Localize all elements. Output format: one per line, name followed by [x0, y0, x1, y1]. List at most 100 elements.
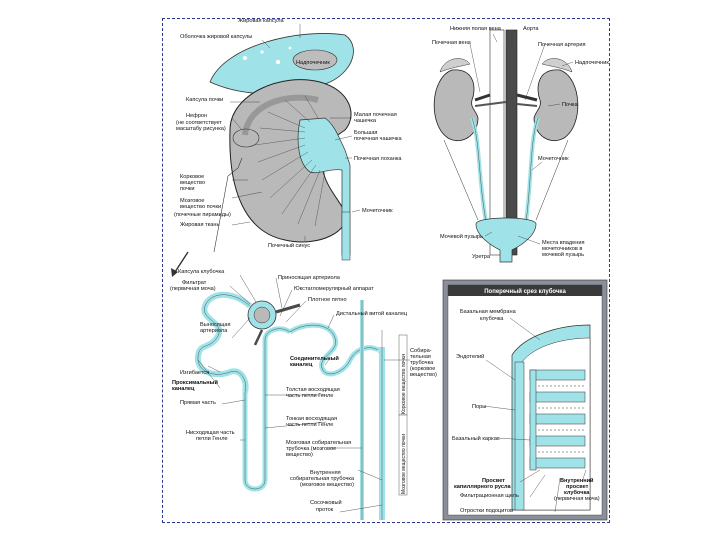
- label-afferent: Приносящая артериола: [278, 275, 341, 281]
- label-inner-ct-2: собирательная трубочка: [290, 476, 355, 482]
- label-bladder-openings-2: мочеточников в: [542, 246, 582, 252]
- glomerulus-shape: [253, 306, 271, 324]
- label-collecting-1: Собира-: [410, 348, 432, 354]
- label-slit: Фильтрационная щель: [460, 493, 519, 499]
- label-ureter-section: Мочеточник: [362, 208, 393, 214]
- label-cortex-3: почки: [180, 186, 195, 192]
- label-filtrate-1: Фильтрат: [182, 280, 207, 286]
- label-medulla-2: вещество почки: [180, 204, 221, 210]
- label-bladder-openings-3: мочевой пузырь: [542, 251, 584, 258]
- label-inner-4: (первичная моча): [554, 496, 600, 502]
- left-ureter-shape: [470, 117, 488, 223]
- label-inner-2: просвет: [566, 484, 589, 490]
- label-medullary-ct-2: трубочка (мозговое: [286, 446, 336, 452]
- label-ureter-system: Мочеточник: [538, 156, 569, 162]
- label-nephron-note2: масштабу рисунка): [176, 126, 226, 132]
- pct-shape: [194, 291, 252, 393]
- label-dct: Дистальный витой каналец: [336, 310, 408, 317]
- vena-cava-shape: [489, 29, 505, 256]
- label-capillary-2: капиллярного русла: [454, 484, 512, 490]
- label-fat-capsule: Жировая капсула: [238, 18, 285, 24]
- urinary-system-panel: Нижняя полая вена Аорта Почечная вена По…: [432, 26, 609, 263]
- label-renal-pelvis: Почечная лоханка: [354, 156, 402, 162]
- zoom-arrow: [174, 251, 189, 273]
- label-adrenal-system: Надпочечник: [575, 60, 609, 66]
- label-kidney: Почка: [562, 102, 578, 108]
- podocyte-processes: [529, 369, 586, 471]
- label-medullary-ct-1: Мозговая собирательная: [286, 440, 351, 446]
- label-nephron: Нефрон: [186, 113, 207, 119]
- label-thin-asc-2: часть петли Генле: [286, 422, 333, 428]
- collecting-duct-shape: [378, 347, 385, 520]
- label-medullary-ct-3: вещество): [286, 452, 313, 458]
- label-podocyte: Базальный каркас: [452, 435, 500, 442]
- label-renal-artery: Почечная артерия: [538, 42, 586, 48]
- adrenal-gland-shape: [292, 49, 338, 71]
- label-medulla-band: Мозговое вещество почки: [401, 434, 407, 494]
- label-glomerular-capsule: Капсула клубочка: [178, 269, 225, 275]
- label-efferent-2: артериола: [200, 328, 228, 334]
- label-inner-ct-1: Внутренняя: [310, 470, 341, 476]
- label-thin-asc-1: Тонкая восходящая: [286, 416, 337, 422]
- label-collecting-3: трубочка: [410, 360, 434, 366]
- label-aorta: Аорта: [523, 26, 539, 32]
- section-title: Поперечный срез клубочка: [484, 288, 566, 295]
- nephron-marker: [232, 128, 260, 148]
- label-adrenal: Надпочечник: [296, 60, 330, 66]
- left-kidney-shape: [433, 69, 479, 142]
- label-fat-capsule-shell: Оболочка жировой капсулы: [180, 33, 252, 40]
- label-macula: Плотное пятно: [308, 297, 347, 303]
- label-straight: Прямая часть: [180, 400, 216, 406]
- label-fat-tissue: Жировая ткань: [180, 222, 219, 228]
- label-efferent-1: Выносящая: [200, 322, 231, 328]
- label-inner-3: клубочка: [564, 489, 590, 496]
- label-cortex-band: Корковое вещество почки: [401, 354, 407, 414]
- label-renal-vein: Почечная вена: [432, 40, 472, 46]
- label-connecting-2: каналец: [290, 362, 313, 368]
- label-collecting-4: (корковое: [410, 366, 435, 372]
- label-renal-capsule: Капсула почки: [186, 97, 223, 103]
- label-capillary-1: Просвет: [482, 478, 505, 484]
- label-jga: Юкстагломерулярный аппарат: [294, 285, 374, 292]
- label-basement-2: клубочка: [480, 316, 504, 322]
- label-pores: Поры: [472, 404, 486, 410]
- label-inner-ct-3: (мозговое вещество): [300, 482, 354, 488]
- label-pyramids: (почечные пирамиды): [174, 212, 231, 218]
- label-bladder: Мочевой пузырь: [440, 233, 483, 240]
- henle-loop-shape: [242, 326, 292, 492]
- label-ivc: Нижняя полая вена: [450, 26, 502, 32]
- label-foot: Отростки подоцитов: [460, 508, 513, 514]
- label-papillary-2: проток: [316, 507, 334, 513]
- label-collecting-5: вещество): [410, 372, 437, 378]
- label-connecting-1: Соединительный: [290, 355, 339, 362]
- label-filtrate-2: (первичная моча): [170, 286, 216, 292]
- label-thick-asc-2: часть петли Генле: [286, 393, 333, 399]
- label-thin-desc-1: Нисходящая часть: [186, 430, 235, 436]
- label-pct-2: каналец: [172, 386, 195, 392]
- label-nephron-note1: (не соответствует: [176, 120, 222, 126]
- renal-pelvis-shape: [297, 117, 351, 256]
- label-minor-calyx-2: чашечка: [354, 118, 377, 124]
- kidney-section-panel: Жировая капсула Оболочка жировой капсулы…: [171, 18, 402, 277]
- label-major-calyx-1: Большая: [354, 130, 377, 136]
- label-endothelium: Эндотелий: [456, 353, 484, 360]
- label-bladder-openings-1: Места впадения: [542, 240, 585, 246]
- label-pct-1: Проксимальный: [172, 379, 218, 386]
- glomerulus-section-panel: Поперечный срез клубочка Базальная мембр…: [442, 279, 608, 521]
- label-renal-sinus: Почечный синус: [268, 242, 310, 249]
- label-papillary-1: Сосочковый: [310, 499, 342, 506]
- label-minor-calyx-1: Малая почечная: [354, 112, 397, 118]
- label-major-calyx-2: почечная чашечка: [354, 136, 402, 142]
- label-thin-desc-2: петли Генле: [196, 436, 228, 442]
- label-inner-1: Внутренний: [560, 477, 594, 484]
- label-collecting-2: тельная: [410, 354, 431, 360]
- nephron-panel: Капсула клубочка Фильтрат (первичная моч…: [170, 269, 437, 520]
- medullary-pyramids: [254, 95, 326, 227]
- right-kidney-shape: [533, 69, 579, 142]
- label-filtrate-flow: Изгибается: [180, 370, 209, 376]
- label-urethra: Уретра: [472, 254, 491, 260]
- bladder-shape: [475, 217, 537, 263]
- label-basement-1: Базальная мембрана: [460, 309, 517, 315]
- label-cortex-1: Корковое: [180, 174, 204, 180]
